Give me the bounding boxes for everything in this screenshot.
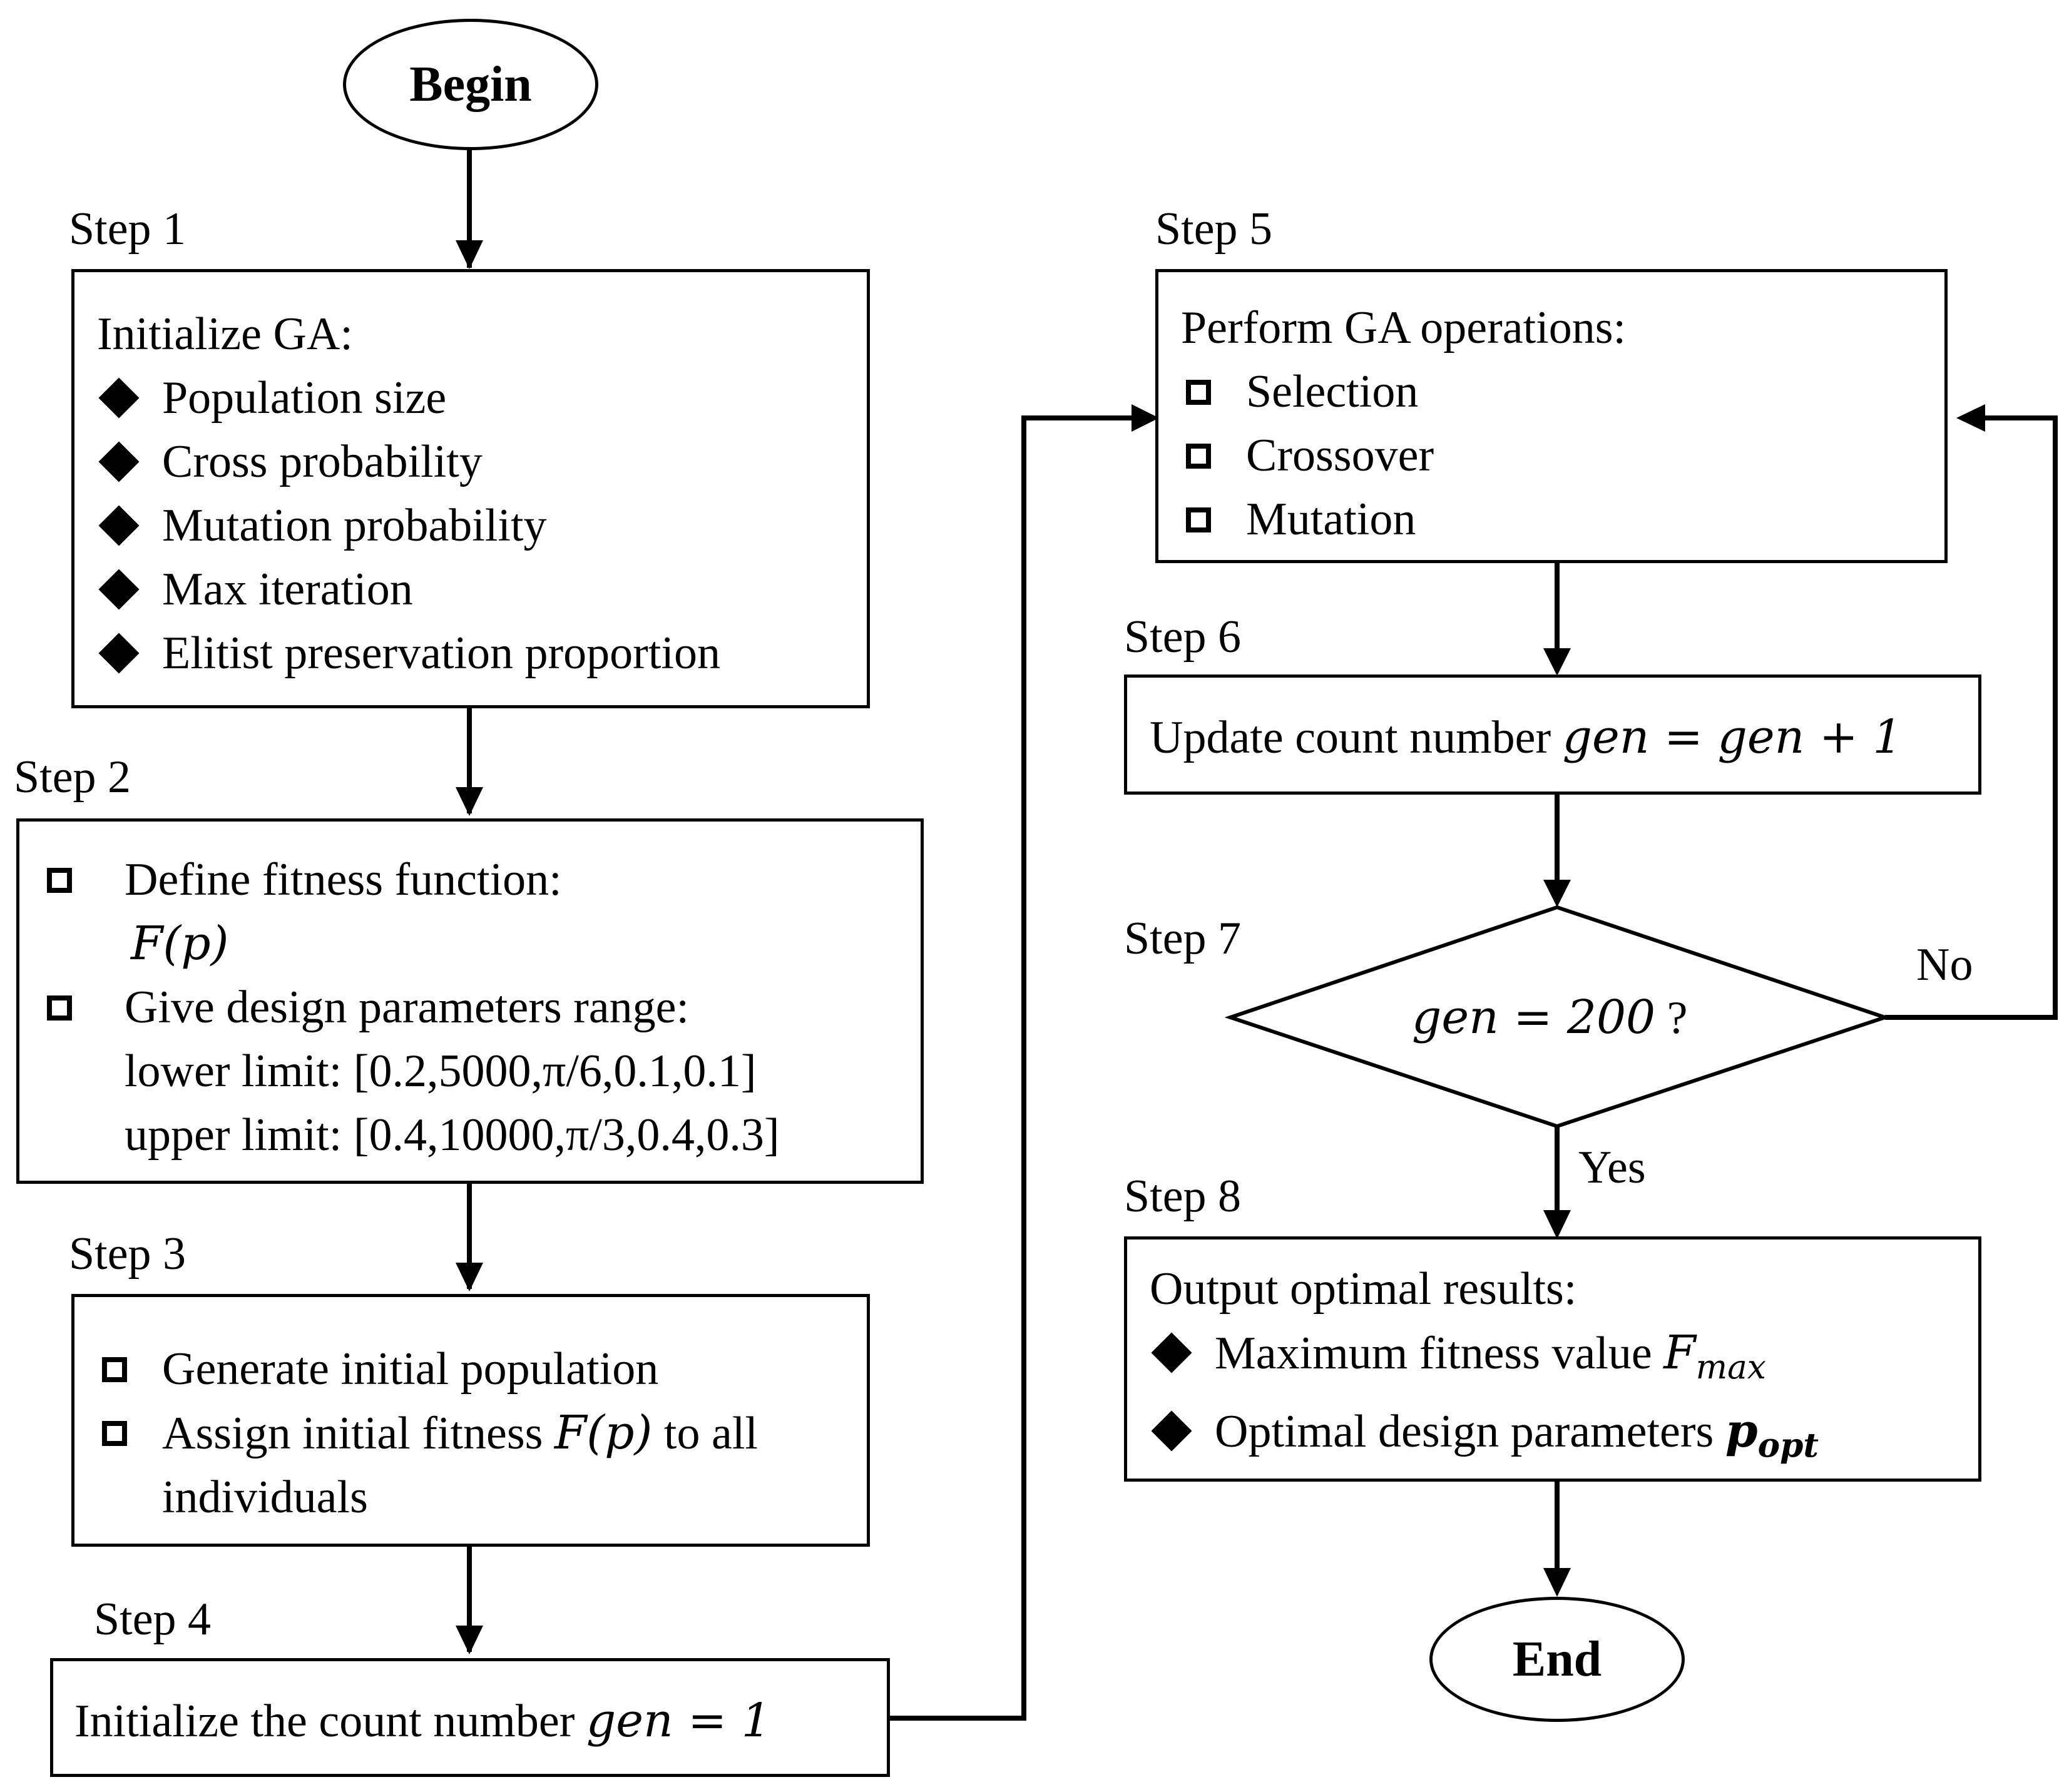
step8-item2: Optimal design parameters popt — [1150, 1399, 1978, 1477]
diamond-bullet-icon — [1151, 1332, 1192, 1373]
step4-box: Initialize the count number gen = 1 — [50, 1658, 890, 1777]
diamond-bullet-icon — [98, 633, 140, 674]
step8-label: Step 8 — [1124, 1171, 1242, 1222]
arrowhead-step1 — [456, 240, 483, 269]
yes-label: Yes — [1578, 1142, 1646, 1193]
step5-box: Perform GA operations: Selection Crossov… — [1155, 269, 1948, 563]
begin-label: Begin — [409, 56, 532, 112]
step1-label: Step 1 — [69, 203, 186, 255]
step5-item: Selection — [1181, 360, 1944, 424]
diamond-bullet-icon — [98, 569, 140, 610]
diamond-bullet-icon — [98, 377, 140, 419]
arrowhead-step7 — [1543, 880, 1571, 907]
diamond-bullet-icon — [1151, 1410, 1192, 1452]
arrowhead-step5-right — [1956, 404, 1985, 432]
step3-label: Step 3 — [69, 1228, 186, 1280]
step3-box: Generate initial population Assign initi… — [71, 1294, 870, 1547]
step1-item: Population size — [97, 366, 867, 430]
arrowhead-step3 — [456, 1263, 483, 1291]
step1-box: Initialize GA: Population size Cross pro… — [71, 269, 870, 708]
arrowhead-step6 — [1543, 648, 1571, 676]
diamond-bullet-icon — [98, 441, 140, 482]
step6-text: Update count number gen = gen + 1 — [1150, 710, 1903, 764]
step1-item: Cross probability — [97, 430, 867, 494]
square-bullet-icon — [1186, 380, 1211, 405]
step1-item: Elitist preservation proportion — [97, 621, 867, 685]
arrow-step7-no-loop — [1885, 415, 2058, 1020]
step3-item2: Assign initial fitness F(p) to all — [97, 1401, 867, 1465]
step6-box: Update count number gen = gen + 1 — [1124, 675, 1981, 795]
step2-label: Step 2 — [14, 751, 131, 803]
arrowhead-step4 — [456, 1626, 483, 1654]
step8-item1: Maximum fitness value Fmax — [1150, 1321, 1978, 1399]
step1-title: Initialize GA: — [97, 308, 353, 360]
begin-terminal: Begin — [343, 19, 598, 150]
square-bullet-icon — [102, 1421, 127, 1446]
step5-title: Perform GA operations: — [1181, 302, 1627, 354]
arrowhead-step2 — [456, 787, 483, 816]
arrowhead-end — [1543, 1568, 1571, 1597]
step1-item: Max iteration — [97, 557, 867, 621]
lower-limit: lower limit: [0.2,5000,π/6,0.1,0.1] — [125, 1046, 757, 1097]
end-terminal: End — [1429, 1597, 1685, 1722]
decision-diamond — [1224, 905, 1891, 1129]
step8-box: Output optimal results: Maximum fitness … — [1124, 1236, 1981, 1482]
arrowhead-step8 — [1543, 1210, 1571, 1239]
step2-define: Define fitness function: — [42, 848, 921, 912]
no-label: No — [1916, 939, 1973, 990]
step5-item: Crossover — [1181, 424, 1944, 487]
step4-label: Step 4 — [94, 1594, 212, 1645]
step2-give: Give design parameters range: — [42, 975, 921, 1039]
upper-limit: upper limit: [0.4,10000,π/3,0.4,0.3] — [125, 1109, 780, 1161]
step8-title: Output optimal results: — [1150, 1263, 1577, 1315]
step5-item: Mutation — [1181, 487, 1944, 551]
step3-item2-cont: individuals — [162, 1472, 368, 1523]
decision-text: gen = 200 ? — [1412, 990, 1688, 1044]
arrowhead-step5-left — [1132, 404, 1159, 432]
step2-box: Define fitness function: F(p) Give desig… — [16, 818, 924, 1184]
square-bullet-icon — [1186, 507, 1211, 532]
step4-text: Initialize the count number gen = 1 — [74, 1694, 771, 1748]
step5-label: Step 5 — [1155, 203, 1273, 255]
square-bullet-icon — [1186, 444, 1211, 469]
step1-item: Mutation probability — [97, 494, 867, 557]
square-bullet-icon — [47, 995, 72, 1021]
square-bullet-icon — [47, 868, 72, 893]
arrow-step4-to-step5 — [889, 415, 1133, 1721]
step7-label: Step 7 — [1124, 913, 1242, 964]
end-label: End — [1512, 1631, 1602, 1687]
square-bullet-icon — [102, 1357, 127, 1382]
step3-item1: Generate initial population — [97, 1337, 867, 1401]
step6-label: Step 6 — [1124, 611, 1242, 663]
diamond-bullet-icon — [98, 505, 140, 546]
fitness-function: F(p) — [131, 917, 229, 970]
